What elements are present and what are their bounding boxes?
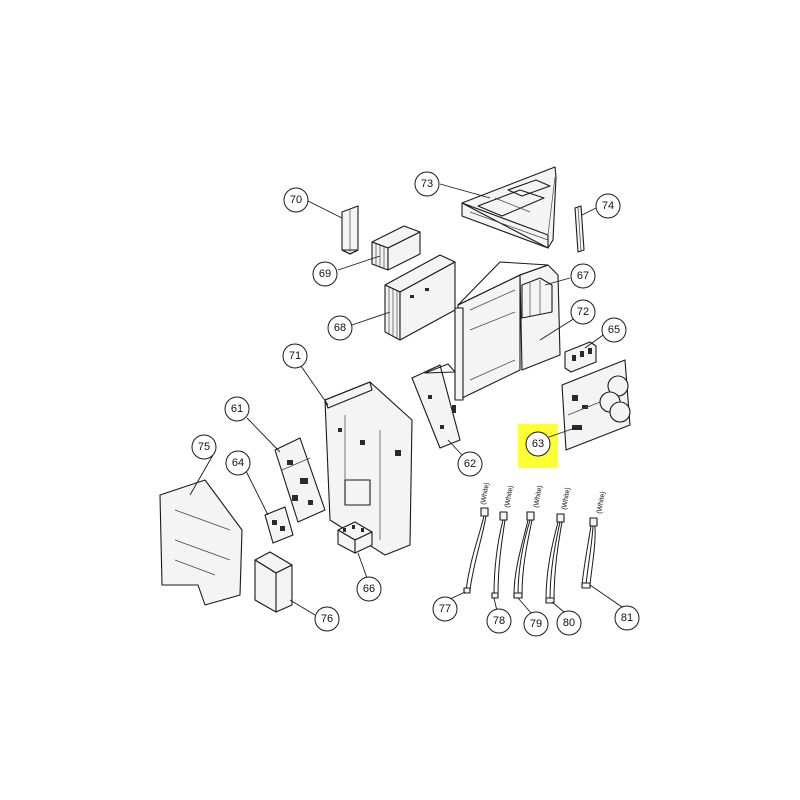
part-66-relay-block[interactable]: [337, 521, 373, 554]
callout-72[interactable]: 72: [570, 299, 596, 325]
callout-label: 66: [363, 583, 375, 595]
part-73-top-cover[interactable]: [461, 166, 557, 249]
callout-80[interactable]: 80: [556, 610, 582, 636]
callout-label: 75: [198, 441, 210, 453]
wire-label-77: (White): [480, 482, 491, 505]
callout-label: 77: [439, 603, 451, 615]
part-61-circuit-board[interactable]: [274, 437, 326, 523]
callout-66[interactable]: 66: [356, 576, 382, 602]
part-70-bracket[interactable]: [341, 205, 359, 255]
callout-label: 62: [464, 458, 476, 470]
callout-71[interactable]: 71: [282, 343, 308, 369]
wire-label-78: (White): [504, 485, 515, 508]
part-63-capacitor-board[interactable]: [561, 359, 631, 451]
callout-81[interactable]: 81: [614, 605, 640, 631]
wire-label-81: (White): [596, 491, 607, 514]
wire-harness-79[interactable]: [513, 511, 535, 599]
callout-label: 72: [577, 306, 589, 318]
callout-62[interactable]: 62: [457, 451, 483, 477]
callout-label: 64: [232, 457, 244, 469]
callout-label: 76: [321, 613, 333, 625]
callout-label: 79: [530, 618, 542, 630]
callout-78[interactable]: 78: [486, 608, 512, 634]
wire-labels: (White) (White) (White) (White) (White): [480, 482, 607, 514]
wire-harness-77[interactable]: [463, 507, 489, 594]
callout-label: 70: [290, 194, 302, 206]
callout-label: 73: [421, 178, 433, 190]
callout-67[interactable]: 67: [570, 263, 596, 289]
callout-label: 63: [532, 438, 544, 450]
callout-65[interactable]: 65: [601, 317, 627, 343]
callout-61[interactable]: 61: [224, 396, 250, 422]
callout-label: 67: [577, 270, 589, 282]
wire-label-79: (White): [533, 485, 544, 508]
callout-73[interactable]: 73: [414, 171, 440, 197]
callout-label: 61: [231, 403, 243, 415]
wire-label-80: (White): [561, 487, 572, 510]
part-71-frame[interactable]: [324, 381, 413, 556]
callout-label: 74: [602, 200, 614, 212]
callout-74[interactable]: 74: [595, 193, 621, 219]
callout-79[interactable]: 79: [523, 611, 549, 637]
callout-label: 68: [334, 322, 346, 334]
callout-label: 69: [319, 268, 331, 280]
wire-harness-78[interactable]: [491, 511, 508, 599]
part-76-reactor-box[interactable]: [254, 551, 293, 613]
callout-64[interactable]: 64: [225, 450, 251, 476]
callout-77[interactable]: 77: [432, 596, 458, 622]
part-62-pcb-plate[interactable]: [411, 363, 461, 449]
callout-75[interactable]: 75: [191, 434, 217, 460]
callout-label: 80: [563, 617, 575, 629]
part-64-small-board[interactable]: [264, 506, 294, 544]
part-75-cover-plate[interactable]: [159, 479, 243, 606]
callout-label: 65: [608, 324, 620, 336]
callout-70[interactable]: 70: [283, 187, 309, 213]
callout-label: 81: [621, 612, 633, 624]
callout-68[interactable]: 68: [327, 315, 353, 341]
callout-76[interactable]: 76: [314, 606, 340, 632]
callout-69[interactable]: 69: [312, 261, 338, 287]
wire-harness-81[interactable]: [581, 517, 598, 589]
callout-63[interactable]: 63: [525, 431, 551, 457]
part-74-rod[interactable]: [574, 205, 585, 253]
part-68-large-heatsink[interactable]: [384, 254, 456, 341]
wire-harness-80[interactable]: [545, 513, 565, 604]
part-69-heatsink[interactable]: [371, 225, 421, 271]
callout-label: 71: [289, 350, 301, 362]
part-67-inner-box[interactable]: [521, 277, 553, 319]
part-65-terminal-block[interactable]: [564, 341, 597, 373]
callout-label: 78: [493, 615, 505, 627]
